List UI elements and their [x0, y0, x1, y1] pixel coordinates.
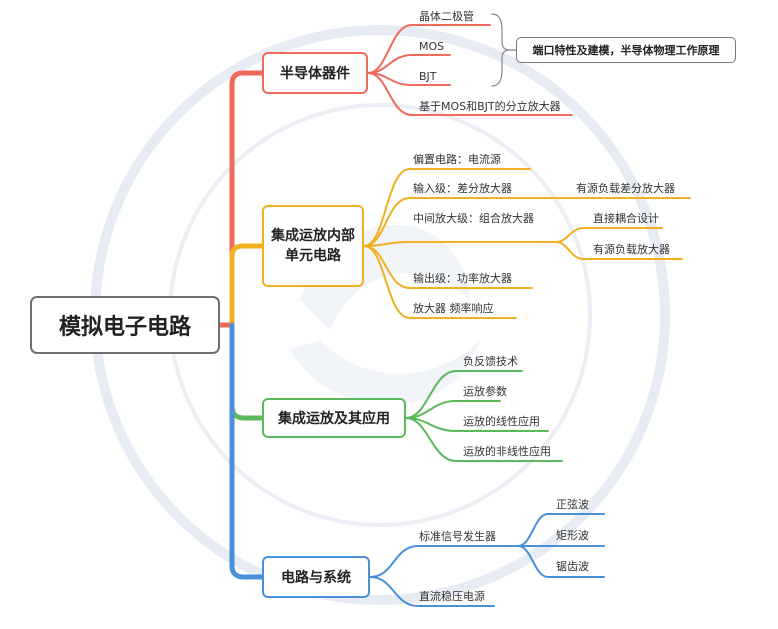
- connector-opamp-internal-2: [363, 241, 557, 247]
- trunk-opamp-internal: [229, 243, 265, 328]
- connector-semiconductor-0: [367, 24, 491, 74]
- trunk-circuit-system: [229, 322, 265, 580]
- leaf-middle-stage[interactable]: 中间放大级：组合放大器: [413, 212, 534, 225]
- leaf-nonlinear-application[interactable]: 运放的非线性应用: [463, 445, 551, 458]
- leaf-active-load-diff-amp[interactable]: 有源负载差分放大器: [576, 182, 675, 195]
- connector-opamp-internal-0: [363, 168, 531, 247]
- connector-direct-coupling: [555, 227, 663, 243]
- brace-semiconductor: [491, 13, 511, 87]
- leaf-input-stage[interactable]: 输入级：差分放大器: [413, 182, 512, 195]
- trunk-opamp-app: [229, 322, 265, 421]
- leaf-output-stage[interactable]: 输出级：功率放大器: [413, 272, 512, 285]
- connector-sine: [517, 513, 605, 547]
- leaf-discrete-amp[interactable]: 基于MOS和BJT的分立放大器: [419, 100, 561, 113]
- leaf-linear-application[interactable]: 运放的线性应用: [463, 415, 540, 428]
- leaf-mos[interactable]: MOS: [419, 40, 445, 53]
- leaf-sawtooth-wave[interactable]: 锯齿波: [556, 560, 589, 573]
- connector-opamp-app-3: [405, 417, 563, 462]
- leaf-opamp-params[interactable]: 运放参数: [463, 385, 507, 398]
- leaf-active-load-amp[interactable]: 有源负载放大器: [593, 243, 670, 256]
- leaf-bias-circuit[interactable]: 偏置电路：电流源: [413, 153, 501, 166]
- connector-opamp-internal-1: [363, 197, 557, 247]
- connector-dc-supply: [369, 576, 495, 607]
- connector-opamp-internal-4: [363, 245, 517, 319]
- leaf-square-wave[interactable]: 矩形波: [556, 529, 589, 542]
- branch-opamp-application[interactable]: 集成运放及其应用: [262, 398, 406, 438]
- branch-opamp-internal[interactable]: 集成运放内部单元电路: [262, 205, 364, 287]
- leaf-bjt[interactable]: BJT: [419, 70, 437, 83]
- connector-opamp-app-0: [405, 370, 523, 419]
- leaf-direct-coupling[interactable]: 直接耦合设计: [593, 212, 659, 225]
- leaf-dc-power-supply[interactable]: 直流稳压电源: [419, 590, 485, 603]
- connector-sawtooth: [517, 545, 605, 578]
- root-node[interactable]: 模拟电子电路: [30, 296, 220, 354]
- leaf-sine-wave[interactable]: 正弦波: [556, 498, 589, 511]
- connector-semiconductor-3: [367, 72, 573, 116]
- semiconductor-summary-note[interactable]: 端口特性及建模，半导体物理工作原理: [516, 37, 736, 63]
- leaf-negative-feedback[interactable]: 负反馈技术: [463, 355, 518, 368]
- connector-generator: [369, 545, 519, 578]
- leaf-signal-generator[interactable]: 标准信号发生器: [419, 530, 496, 543]
- branch-semiconductor[interactable]: 半导体器件: [262, 52, 368, 94]
- leaf-diode[interactable]: 晶体二极管: [419, 10, 474, 23]
- connector-active-load-amp: [555, 241, 683, 260]
- trunk-semiconductor: [229, 70, 265, 328]
- branch-circuit-system[interactable]: 电路与系统: [262, 556, 370, 598]
- leaf-frequency-response[interactable]: 放大器 频率响应: [413, 302, 494, 315]
